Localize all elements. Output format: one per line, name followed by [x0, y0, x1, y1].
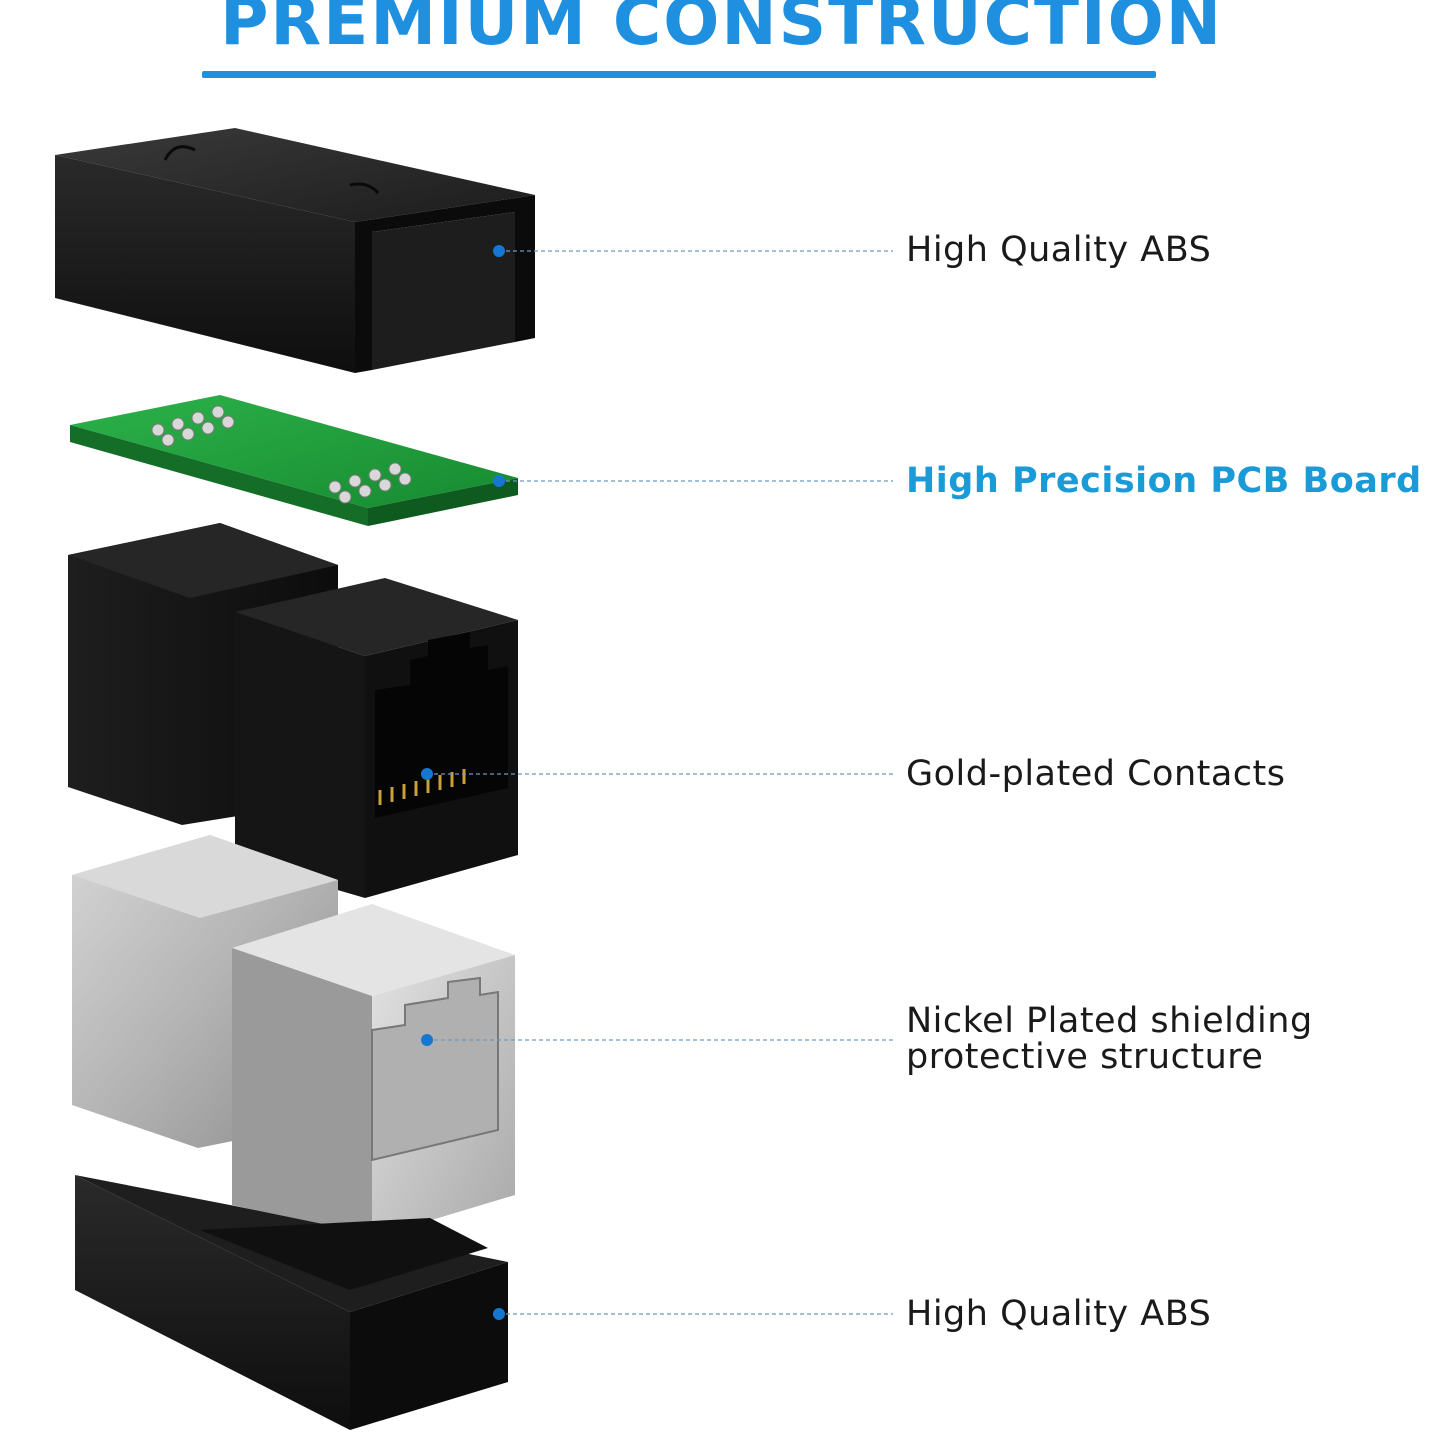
callout-label-line: High Quality ABS — [906, 1294, 1212, 1334]
callout-label: Gold-plated Contacts — [906, 756, 1286, 792]
callout-label-line: High Precision PCB Board — [906, 461, 1422, 501]
callout-label-line: Gold-plated Contacts — [906, 754, 1286, 794]
callout-label-line: protective structure — [906, 1037, 1264, 1077]
callout-dot — [493, 245, 505, 257]
callout-dot — [421, 768, 433, 780]
callout-label-line: High Quality ABS — [906, 230, 1212, 270]
pcb-board-icon — [70, 395, 518, 526]
rj45-jack-icon — [68, 523, 518, 898]
callout-label: High Precision PCB Board — [906, 463, 1422, 499]
page-title: PREMIUM CONSTRUCTION — [220, 0, 1223, 60]
callout-label-line: Nickel Plated shielding — [906, 1001, 1313, 1041]
abs-top-shell-icon — [55, 128, 535, 373]
title-underline — [202, 71, 1156, 78]
callout-dot — [493, 1308, 505, 1320]
callout-dot — [421, 1034, 433, 1046]
shield-cage-icon — [72, 835, 515, 1238]
callout-label: High Quality ABS — [906, 232, 1211, 268]
abs-bottom-shell-icon — [75, 1175, 508, 1430]
callout-dot — [493, 475, 505, 487]
callout-label: High Quality ABS — [906, 1296, 1211, 1332]
